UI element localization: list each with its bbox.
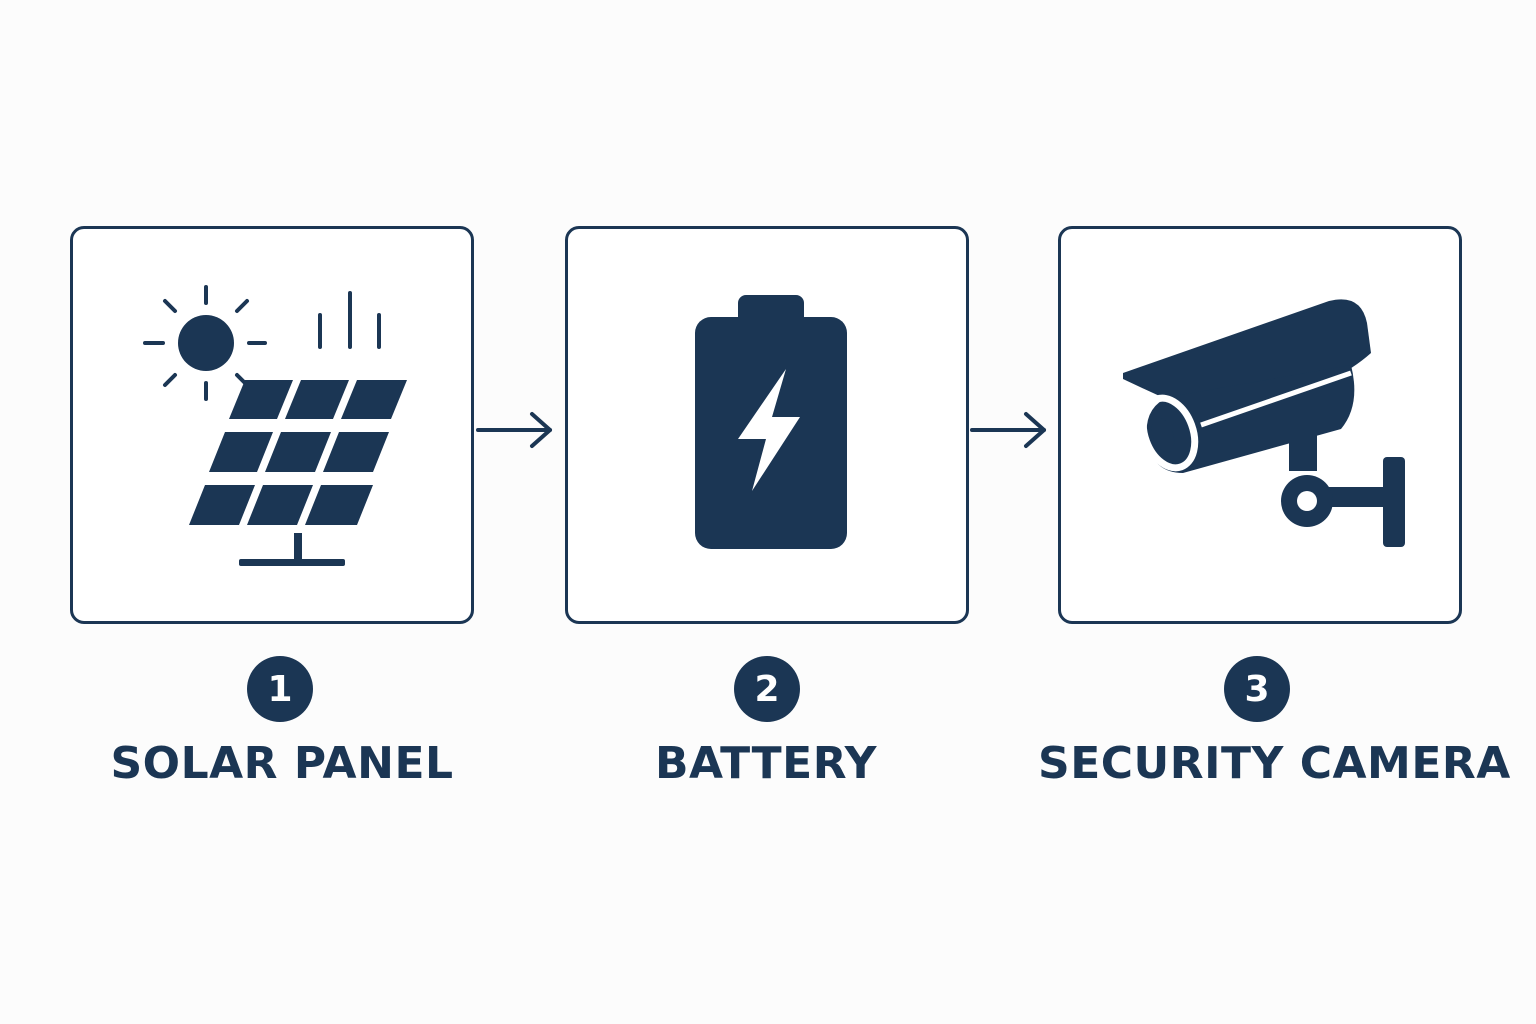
sun-icon bbox=[178, 315, 234, 371]
lightning-bolt-icon bbox=[738, 369, 800, 491]
step-2-box bbox=[565, 226, 969, 624]
step-1-box bbox=[70, 226, 474, 624]
step-2-label: BATTERY bbox=[654, 738, 878, 789]
step-3-badge: 3 bbox=[1224, 656, 1290, 722]
step-1-label: SOLAR PANEL bbox=[110, 738, 454, 789]
arrow-right-icon bbox=[476, 412, 552, 448]
arrow-right-icon bbox=[970, 412, 1046, 448]
battery-icon bbox=[695, 295, 847, 549]
solar-panel-icon bbox=[143, 285, 407, 566]
panel-grid bbox=[189, 380, 407, 566]
step-2-badge: 2 bbox=[734, 656, 800, 722]
step-3-label: SECURITY CAMERA bbox=[1038, 738, 1511, 789]
security-camera-icon bbox=[1123, 299, 1405, 547]
step-1-badge: 1 bbox=[247, 656, 313, 722]
step-3-box bbox=[1058, 226, 1462, 624]
